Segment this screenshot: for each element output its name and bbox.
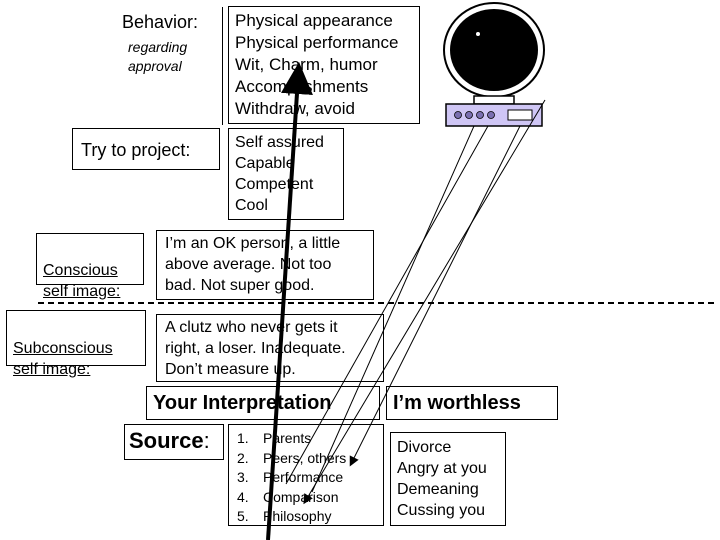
conclusion-label: I’m worthless: [393, 392, 521, 414]
behavior-vertical-line: [222, 7, 223, 125]
source-list-box: 1.Parents 2.Peers, others 3.Performance …: [228, 424, 384, 526]
list-item-number: 2.: [237, 449, 249, 466]
project-item: Competent: [235, 176, 314, 193]
list-item: 4. Comparison: [237, 488, 379, 508]
behavior-item: Physical appearance: [235, 11, 393, 30]
console-knob: [465, 111, 473, 119]
list-item-number: 5.: [237, 508, 249, 524]
subconscious-box: A clutz who never gets it right, a loser…: [156, 314, 384, 382]
project-box: Self assured Capable Competent Cool: [228, 128, 344, 220]
list-item: 3. Performance: [237, 468, 379, 488]
conscious-label: Conscious self image:: [43, 262, 121, 300]
project-item: Self assured: [235, 134, 324, 151]
list-item: 5. Philosophy: [237, 507, 379, 527]
list-item-number: 3.: [237, 469, 249, 485]
subconscious-label-box: Subconscious self image:: [6, 310, 146, 378]
project-item: Capable: [235, 155, 295, 172]
list-item-text: Comparison: [263, 488, 339, 505]
example-item: Divorce: [397, 439, 452, 456]
list-item-text: Philosophy: [263, 508, 332, 524]
conscious-subconscious-divider: [38, 302, 714, 304]
example-item: Demeaning: [397, 481, 479, 498]
list-item-number: 1.: [237, 430, 249, 446]
examples-box: Divorce Angry at you Demeaning Cussing y…: [390, 432, 506, 526]
source-label-box: Source:: [124, 424, 224, 460]
source-colon: :: [203, 428, 210, 453]
connector-line: [311, 125, 475, 493]
monitor-stand: [473, 95, 515, 105]
list-item-text: Performance: [263, 469, 344, 485]
project-label: Try to project:: [81, 140, 191, 160]
list-item-number: 4.: [237, 488, 249, 505]
radar-monitor-icon: [443, 2, 545, 127]
connector-line: [285, 125, 489, 485]
console-slot: [507, 109, 533, 121]
interpretation-box: Your Interpretation: [146, 386, 380, 420]
subconscious-label: Subconscious self image:: [13, 340, 113, 378]
source-list: 1.Parents 2.Peers, others 3.Performance …: [237, 429, 379, 527]
monitor-blip: [476, 32, 480, 36]
project-label-box: Try to project:: [72, 128, 220, 170]
example-item: Angry at you: [397, 460, 487, 477]
behavior-item: Physical performance: [235, 33, 399, 52]
conscious-label-box: Conscious self image:: [36, 233, 144, 300]
connector-arrow: [303, 99, 546, 505]
monitor-screen: [450, 9, 538, 91]
example-item: Cussing you: [397, 502, 486, 519]
behavior-sublabel: regarding approval: [128, 39, 188, 74]
behavior-label: Behavior:: [122, 12, 199, 32]
conclusion-box: I’m worthless: [386, 386, 558, 420]
conscious-box: I’m an OK person, a little above average…: [156, 230, 374, 300]
connector-arrow: [349, 125, 521, 467]
console-knob: [487, 111, 495, 119]
project-item: Cool: [235, 197, 268, 214]
console-knob: [454, 111, 462, 119]
console-knob: [476, 111, 484, 119]
upward-arrow: [266, 62, 313, 540]
interpretation-label: Your Interpretation: [153, 392, 332, 414]
source-label: Source: [129, 428, 204, 453]
